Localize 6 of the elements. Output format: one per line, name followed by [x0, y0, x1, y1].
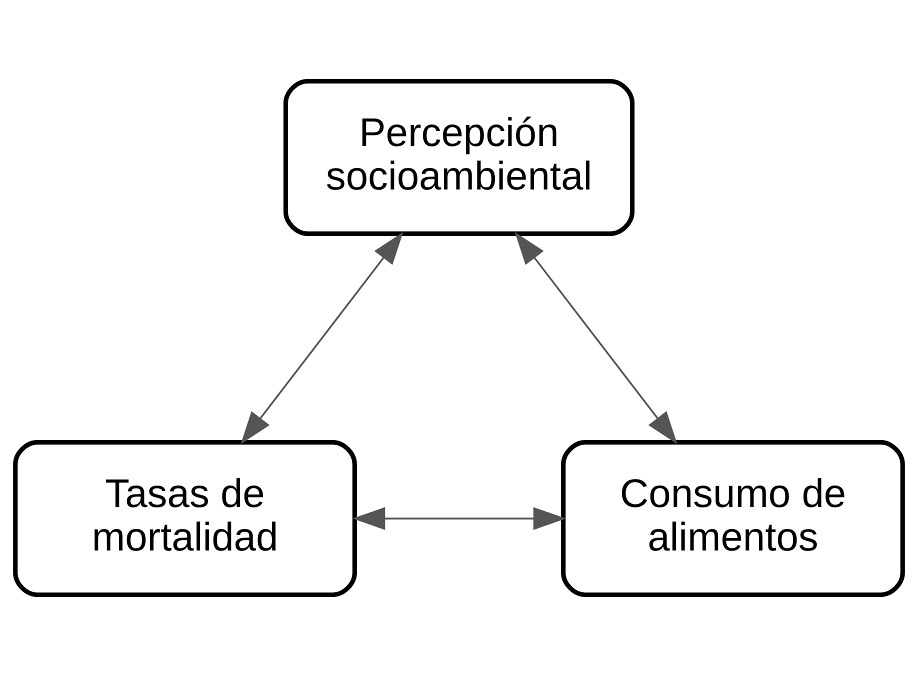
node-box: Tasas de mortalidad	[13, 440, 357, 597]
node-box: Consumo de alimentos	[561, 440, 905, 597]
arrow	[240, 232, 404, 444]
arrow	[514, 232, 678, 444]
arrow	[352, 507, 566, 530]
node-box: Percepción socioambiental	[283, 79, 635, 236]
